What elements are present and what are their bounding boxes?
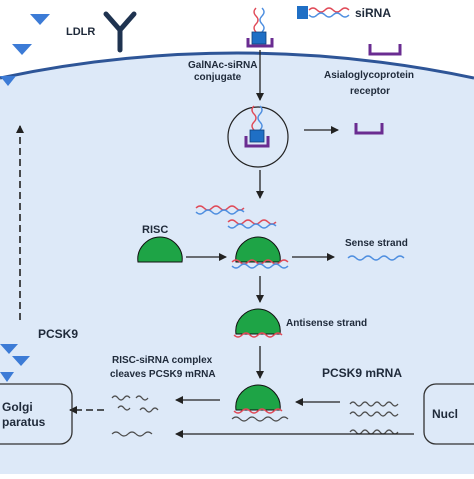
asgpr-membrane-receptor-icon [246,38,274,48]
cleave-label-line2: cleaves PCSK9 mRNA [110,369,216,380]
galnac-square-icon [297,6,308,19]
cleaved-mrna-fragments [111,395,159,413]
released-sirna-duplex [195,205,277,229]
pcsk9-triangle-icon [12,356,30,366]
cell-cytoplasm [0,53,474,474]
cell-membrane [0,51,474,80]
sense-strand-label: Sense strand [345,238,408,249]
asgpr-receptor-icon [368,44,402,56]
target-mrna-strand [231,416,289,422]
ldlr-label: LDLR [66,26,95,38]
pcsk9-mrna-label: PCSK9 mRNA [322,366,402,380]
pcsk9-triangle-icon [0,372,14,382]
golgi-label-line2: paratus [2,415,46,429]
golgi-label-line1: Golgi [2,400,33,414]
asgpr-label-line2: receptor [350,86,390,97]
sirna-label: siRNA [355,6,391,20]
asgpr-label-line1: Asialoglycoprotein [324,70,414,81]
pcsk9-triangle-icon [12,44,32,55]
galnac-label-line2: conjugate [194,72,242,83]
pcsk9-triangle-icon [0,76,16,86]
nucleus-box [423,383,474,445]
pcsk9-label: PCSK9 [38,327,78,341]
golgi-apparatus-box [0,383,73,445]
antisense-strand-label: Antisense strand [286,318,367,329]
translated-mrna-strand [111,431,153,437]
recycled-asgpr-icon [354,123,384,135]
galnac-label-line1: GalNAc-siRNA [188,60,257,71]
pcsk9-intracellular-group [0,344,30,382]
sense-strand-icon [347,255,405,261]
risc-loaded-duplex [231,259,289,269]
sirna-legend-bottom-strand [308,12,350,18]
bound-antisense-strand [233,408,283,414]
antisense-strand-icon [233,332,283,338]
nucleus-label: Nucl [432,407,458,421]
ldlr-receptor-icon [103,11,137,53]
sirna-legend-top-strand [308,7,350,13]
pcsk9-extracellular-group [0,14,50,86]
risc-label: RISC [142,224,168,236]
pcsk9-triangle-icon [30,14,50,25]
pcsk9-triangle-icon [0,344,18,354]
cleave-label-line1: RISC-siRNA complex [112,355,213,366]
endosome-sirna-icon [244,105,270,148]
galnac-sirna-conjugate-icon [251,7,267,45]
